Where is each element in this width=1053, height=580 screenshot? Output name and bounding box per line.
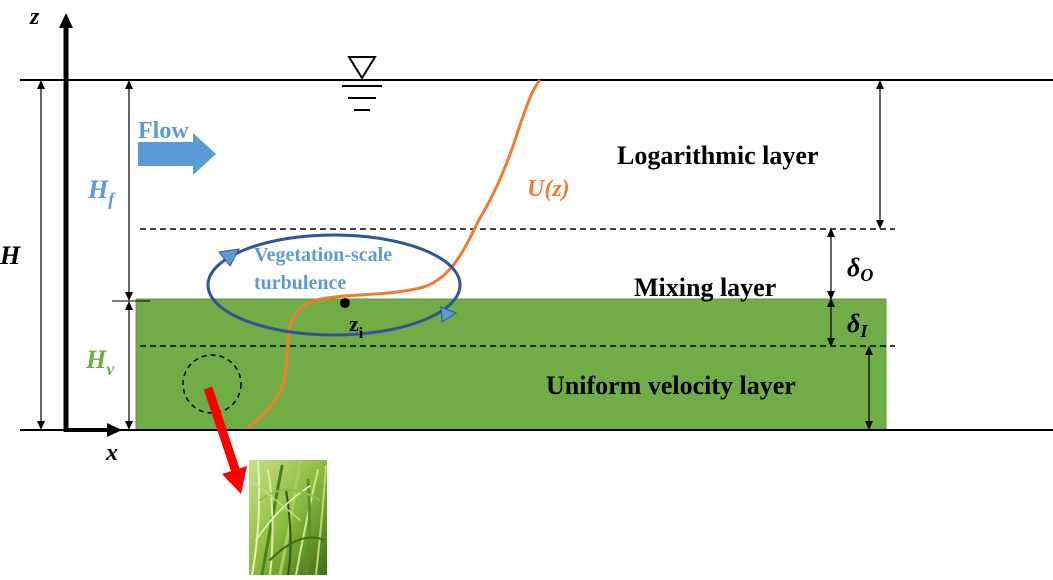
- water-surface-symbol-icon: [347, 56, 377, 80]
- inflection-point-label: zi: [349, 311, 364, 342]
- velocity-profile-label: U(z): [527, 176, 570, 202]
- mixing-layer-label: Mixing layer: [634, 273, 776, 302]
- vortex-arrow-right-icon: [440, 306, 458, 323]
- uniform-layer-label: Uniform velocity layer: [546, 371, 796, 400]
- inflection-point-dot: [340, 298, 350, 308]
- log-layer-label: Logarithmic layer: [617, 141, 818, 170]
- zoom-arrow-head-icon: [222, 466, 247, 494]
- grass-closeup-image: [249, 460, 327, 577]
- vortex-ellipse: [206, 233, 462, 337]
- delta-inner-label: δI: [847, 309, 868, 341]
- vortex-label-line2: turbulence: [254, 272, 346, 294]
- delta-outer-label: δO: [847, 253, 873, 285]
- flow-arrow: [138, 133, 216, 175]
- vegetation-canopy: [135, 298, 887, 431]
- depth-veg-label: Hv: [85, 345, 115, 379]
- depth-total-label: H: [0, 241, 21, 270]
- x-axis-label: x: [105, 440, 118, 466]
- velocity-profile-curve: [246, 79, 542, 430]
- flow-label: Flow: [138, 118, 189, 144]
- vortex-arrow-left-icon: [218, 248, 240, 267]
- vortex-label-line1: Vegetation-scale: [254, 244, 392, 266]
- zoom-arrow-shaft: [203, 386, 241, 474]
- z-axis-label: z: [29, 4, 40, 30]
- depth-free-label: Hf: [87, 175, 116, 209]
